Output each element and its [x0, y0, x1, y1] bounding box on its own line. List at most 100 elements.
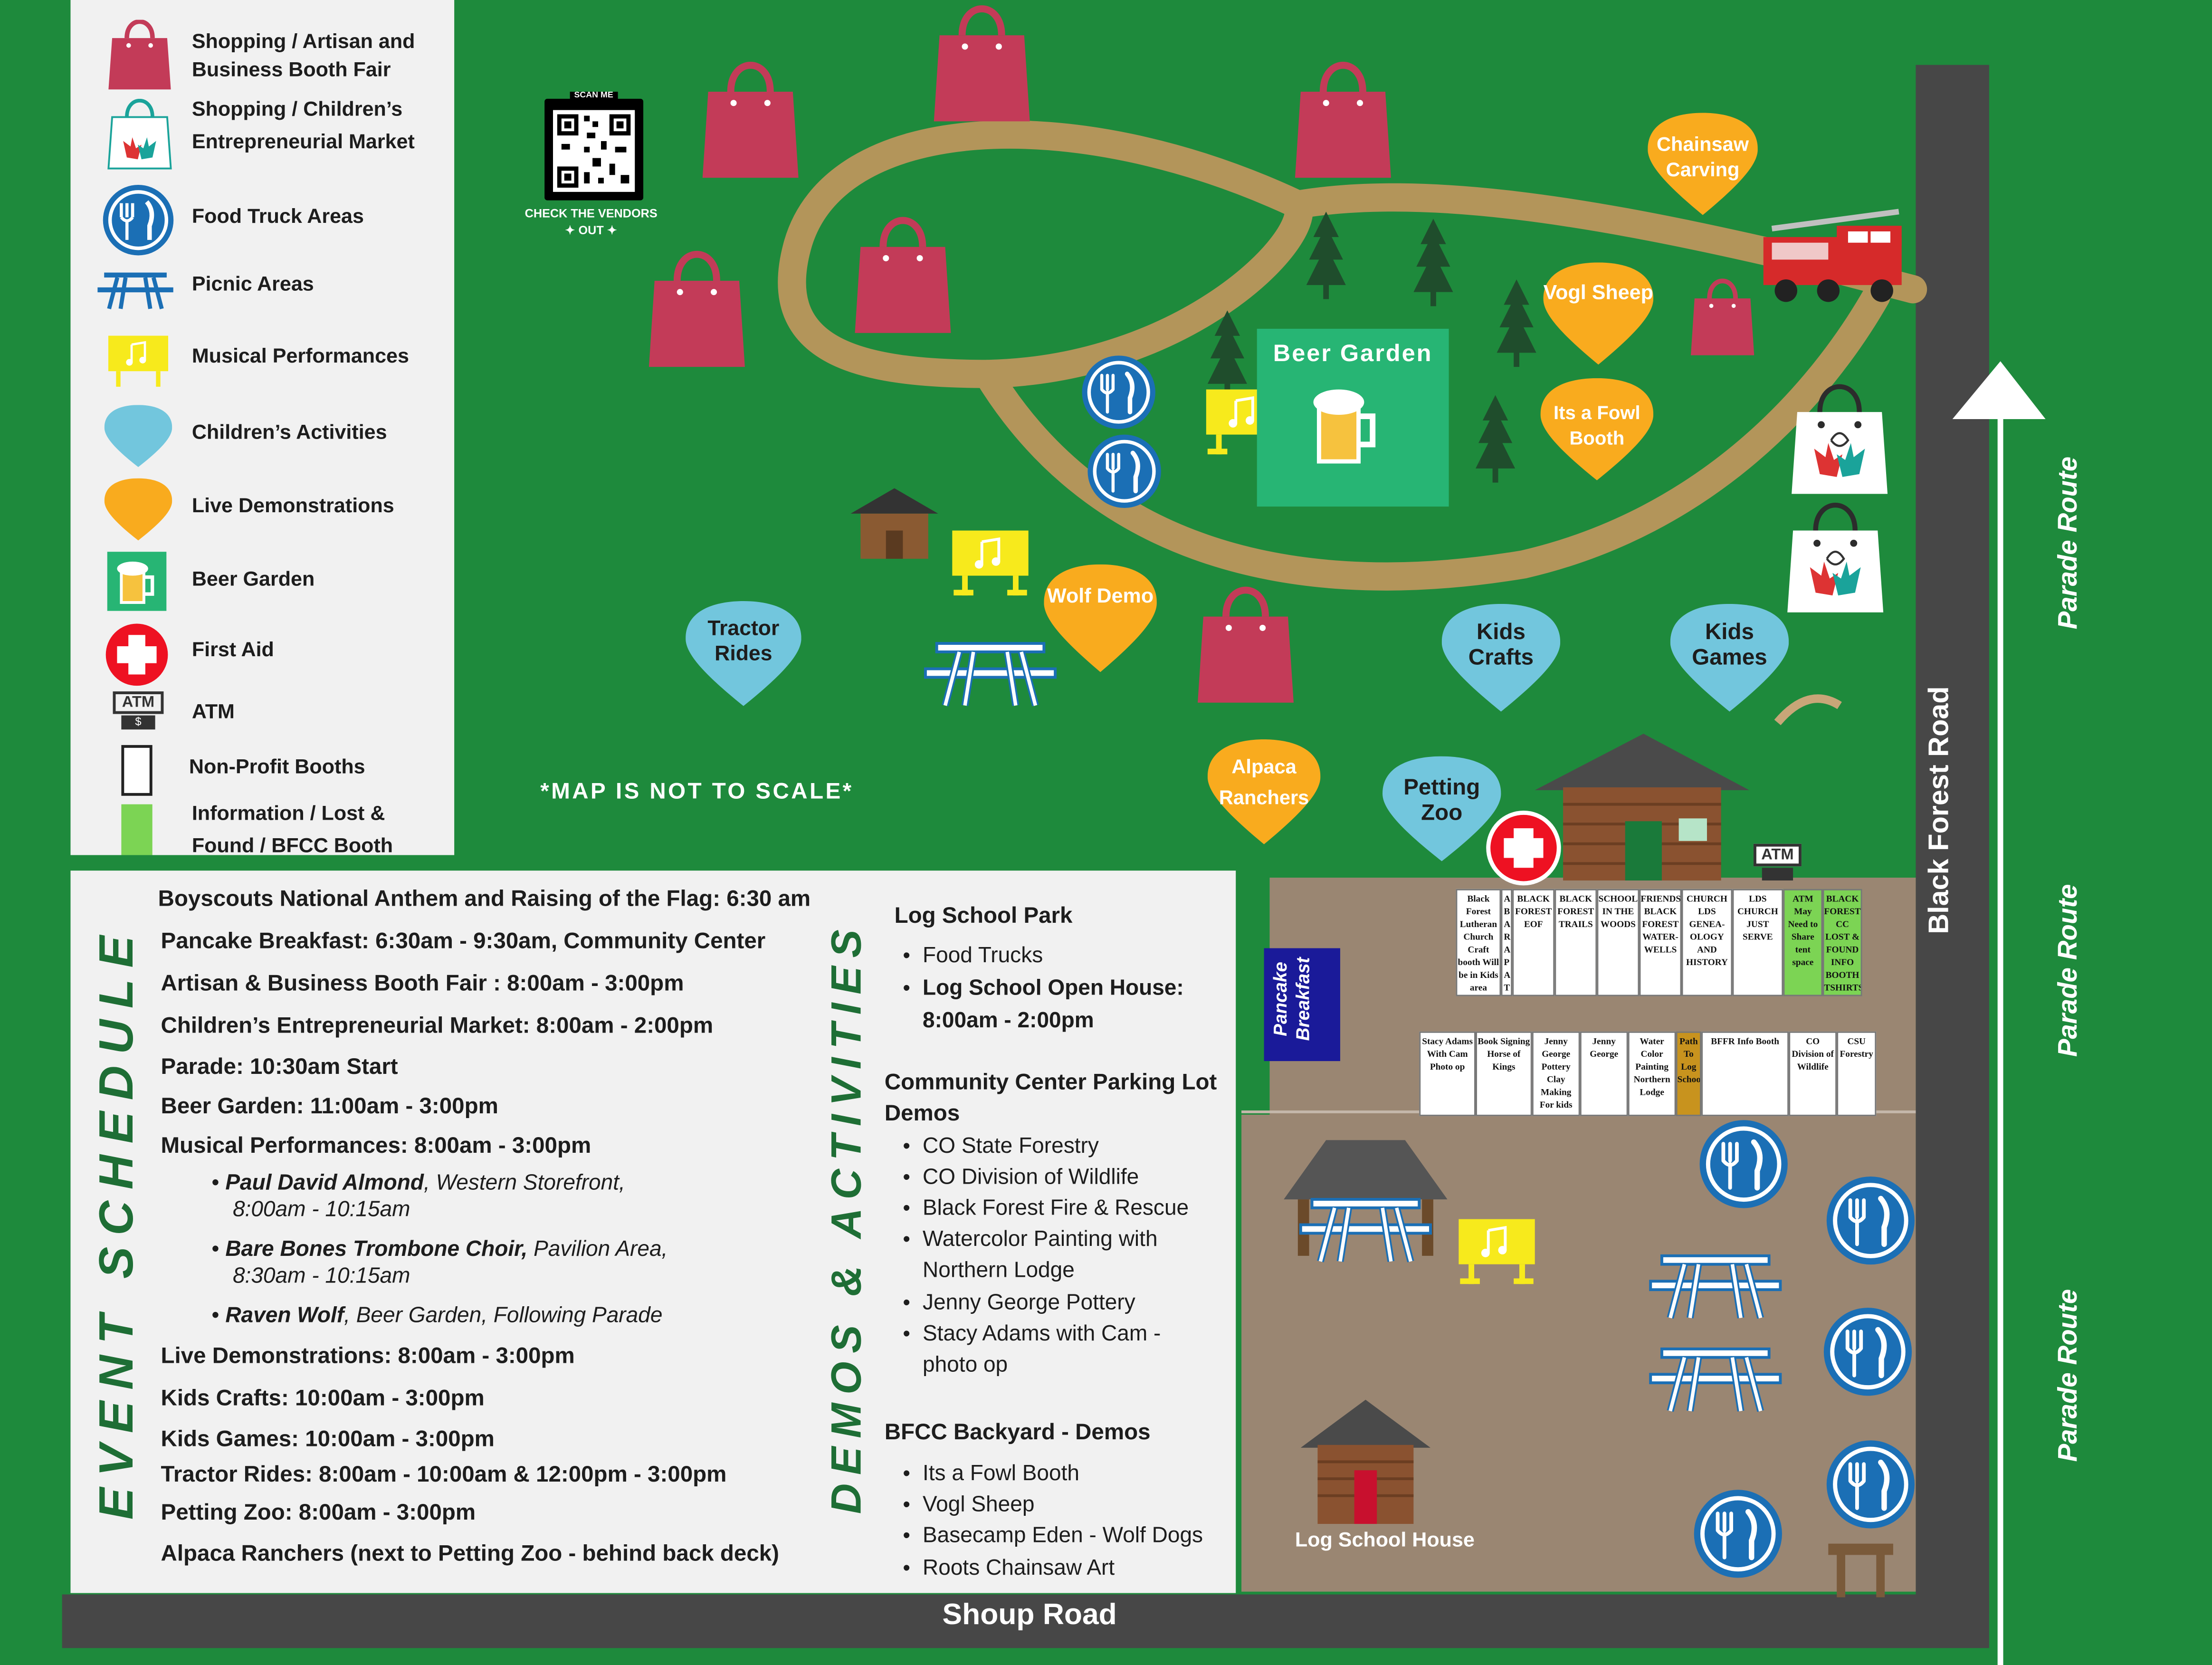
beer-garden-area: Beer Garden	[1257, 328, 1449, 507]
demos-item: Stacy Adams with Cam -	[922, 1322, 1161, 1346]
bullet: •	[903, 1462, 911, 1486]
qr-caption-1: CHECK THE VENDORS	[524, 206, 658, 220]
demos-item: Vogl Sheep	[922, 1493, 1035, 1517]
performer-line: • Bare Bones Trombone Choir, Pavilion Ar…	[211, 1237, 668, 1262]
demos-item: Black Forest Fire & Rescue	[922, 1196, 1189, 1221]
orange-drop-icon	[104, 478, 172, 541]
first-aid-marker	[1486, 810, 1561, 886]
schedule-line: Kids Games: 10:00am - 3:00pm	[161, 1428, 495, 1452]
booth: ATM May Need to Share tent space	[1783, 889, 1823, 996]
demos-item: Food Trucks	[922, 944, 1043, 968]
schedule-line: Artisan & Business Booth Fair : 8:00am -…	[161, 972, 684, 996]
demos-item: Its a Fowl Booth	[922, 1462, 1080, 1486]
schedule-line: Parade: 10:30am Start	[161, 1055, 398, 1080]
parade-route-label-3: Parade Route	[2054, 1289, 2084, 1462]
legend-label-food: Food Truck Areas	[191, 206, 364, 229]
black-forest-road-label: Black Forest Road	[1924, 686, 1955, 934]
marker-kids-crafts: Kids Crafts	[1441, 603, 1561, 714]
performer-line: • Paul David Almond, Western Storefront,	[211, 1171, 625, 1196]
parade-route-label-1: Parade Route	[2054, 456, 2084, 630]
bullet: •	[903, 1227, 911, 1252]
atm-icon: ATM $	[113, 691, 164, 734]
demos-item: CO State Forestry	[922, 1134, 1099, 1158]
booth: FRIENDS BLACK FOREST WATER-WELLS	[1639, 889, 1682, 996]
booth: Path To Log School	[1676, 1031, 1702, 1116]
demos-item: Northern Lodge	[922, 1258, 1075, 1283]
pancake-breakfast-sign: Pancake Breakfast	[1269, 957, 1314, 1041]
marker-alpaca-ranchers: Alpaca Ranchers	[1207, 739, 1321, 847]
picnic-table-icon	[97, 272, 173, 309]
demos-item: 8:00am - 2:00pm	[922, 1009, 1094, 1033]
blue-drop-icon	[104, 405, 172, 467]
booth: CSU Forestry	[1837, 1031, 1877, 1116]
demos-item: Jenny George Pottery	[922, 1291, 1135, 1315]
atm-marker: ATM	[1753, 843, 1802, 883]
bullet: •	[903, 1291, 911, 1315]
performer-time: 8:00am - 10:15am	[232, 1198, 410, 1222]
demos-activities-title: DEMOS & ACTIVITIES	[824, 921, 871, 1514]
food-truck-icon	[103, 185, 174, 256]
booth: Jenny George	[1580, 1031, 1628, 1116]
performer-detail: , Beer Garden, Following Parade	[344, 1303, 663, 1328]
performer-name: Bare Bones Trombone Choir,	[225, 1237, 528, 1262]
gate	[1828, 1543, 1893, 1598]
qr-scan-label: SCAN ME	[570, 92, 618, 100]
demos-section-heading: Community Center Parking Lot	[884, 1071, 1217, 1095]
booth: Water Color Painting Northern Lodge	[1628, 1031, 1676, 1116]
booth: Jenny George Pottery Clay Making For kid…	[1532, 1031, 1580, 1116]
marker-its-a-fowl-booth: Its a Fowl Booth	[1540, 378, 1654, 483]
booth: BLACK FOREST CC LOST & FOUND INFO BOOTH …	[1822, 889, 1862, 996]
green-booth-icon	[121, 804, 153, 855]
marker-kids-games: Kids Games	[1670, 603, 1789, 714]
booth: ABARAPAT	[1501, 889, 1513, 996]
legend-label-live-demos: Live Demonstrations	[191, 495, 394, 518]
marker-wolf-demo: Wolf Demo	[1044, 564, 1157, 675]
white-booth-icon	[121, 745, 153, 796]
schedule-line: Kids Crafts: 10:00am - 3:00pm	[161, 1387, 485, 1411]
performer-line: • Raven Wolf, Beer Garden, Following Par…	[211, 1303, 663, 1328]
demos-item: CO Division of Wildlife	[922, 1165, 1139, 1190]
demos-section-heading-cont: Demos	[884, 1102, 960, 1126]
performer-name: Paul David Almond	[225, 1171, 424, 1196]
schedule-line: Alpaca Ranchers (next to Petting Zoo - b…	[161, 1542, 779, 1567]
qr-caption-2: ✦ OUT ✦	[565, 223, 617, 237]
scale-note: *MAP IS NOT TO SCALE*	[540, 780, 854, 804]
demos-item: Roots Chainsaw Art	[922, 1556, 1115, 1580]
booth: CO Division of Wildlife	[1789, 1031, 1837, 1116]
demos-section-heading: Log School Park	[894, 904, 1073, 928]
schedule-line: Boyscouts National Anthem and Raising of…	[158, 887, 811, 912]
legend-label-atm: ATM	[191, 701, 235, 724]
legend-label-picnic: Picnic Areas	[191, 274, 314, 297]
shopping-bag-icon	[108, 19, 171, 90]
fire-truck	[1763, 209, 1902, 302]
legend-label-nonprofit: Non-Profit Booths	[189, 756, 365, 779]
legend-label-shopping-children: Shopping / Children’s Entrepreneurial Ma…	[191, 98, 415, 154]
demos-item: Log School Open House:	[922, 976, 1184, 1001]
bullet: •	[903, 1134, 911, 1158]
first-aid-icon	[105, 623, 168, 686]
booth: CHURCH LDS GENEA-OLOGY AND HISTORY	[1681, 889, 1733, 996]
log-school-label: Log School House	[1295, 1529, 1475, 1552]
schedule-panel: EVENT SCHEDULE DEMOS & ACTIVITIES Boysco…	[70, 871, 1236, 1593]
shoup-road-label: Shoup Road	[942, 1598, 1117, 1631]
bullet: •	[903, 1165, 911, 1190]
event-schedule-title: EVENT SCHEDULE	[90, 924, 144, 1520]
bullet: •	[903, 1196, 911, 1221]
performer-detail: Pavilion Area,	[527, 1237, 668, 1262]
log-school-house-building	[1300, 1399, 1430, 1524]
music-stage-icon	[108, 335, 168, 387]
schedule-line: Tractor Rides: 8:00am - 10:00am & 12:00p…	[161, 1463, 727, 1487]
performer-detail: , Western Storefront,	[424, 1171, 625, 1196]
schedule-line: Pancake Breakfast: 6:30am - 9:30am, Comm…	[161, 929, 766, 954]
schedule-line: Petting Zoo: 8:00am - 3:00pm	[161, 1501, 476, 1526]
booth: BLACK FOREST TRAILS	[1554, 889, 1597, 996]
booth: Black Forest Lutheran Church Craft booth…	[1456, 889, 1501, 996]
booth: BFFR Info Booth	[1701, 1031, 1789, 1116]
bullet: •	[903, 1493, 911, 1517]
community-center-cabin	[1535, 734, 1750, 880]
booth: BLACK FOREST EOF	[1512, 889, 1555, 996]
marker-tractor-rides: Tractor Rides	[686, 601, 801, 708]
parade-route-label-2: Parade Route	[2054, 884, 2084, 1057]
beer-garden-title: Beer Garden	[1273, 340, 1433, 367]
